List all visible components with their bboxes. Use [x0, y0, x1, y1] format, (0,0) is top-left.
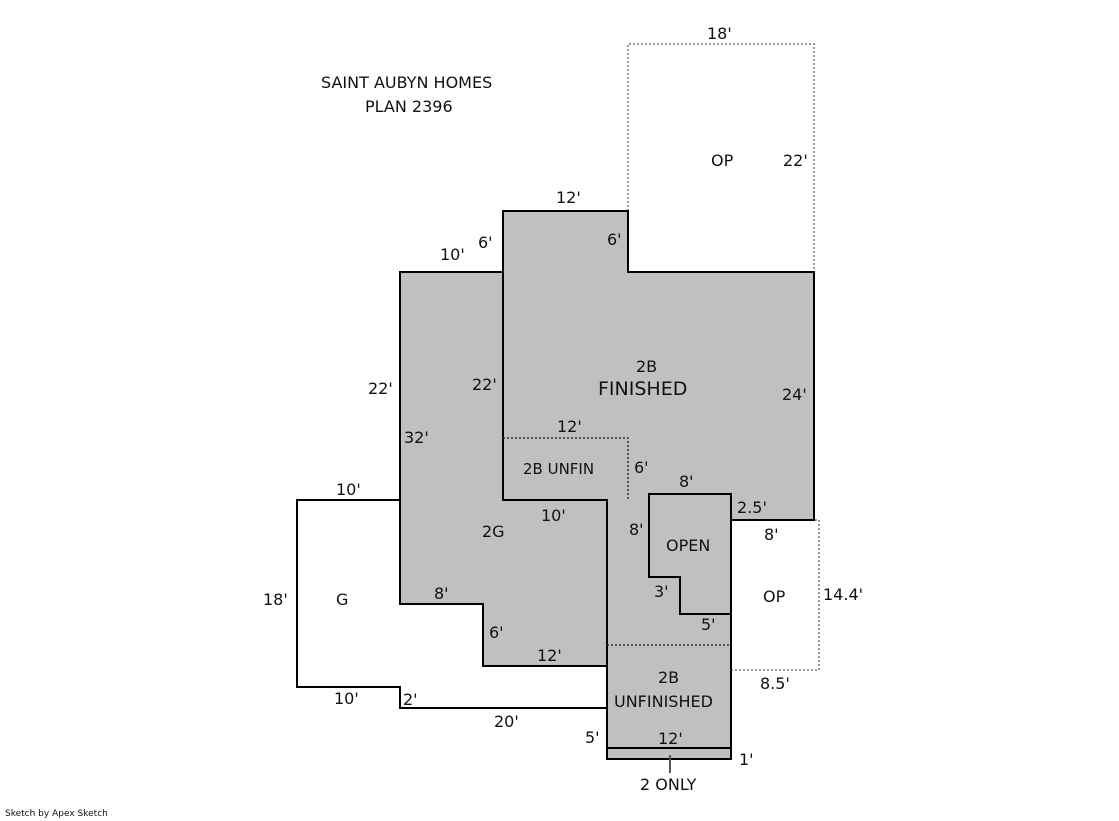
interior-wall: [502, 272, 608, 666]
finished-code: 2B: [636, 357, 658, 376]
op-top-label: OP: [711, 151, 734, 170]
dim: 6': [478, 233, 493, 252]
open-label: OPEN: [666, 536, 711, 555]
title-line1: SAINT AUBYN HOMES: [321, 73, 493, 92]
dim: 10': [541, 506, 566, 525]
dim: 10': [334, 689, 359, 708]
dim: 3': [654, 582, 669, 601]
dim: 8': [764, 525, 779, 544]
only-label: 2 ONLY: [640, 775, 697, 794]
dim: 5': [585, 728, 600, 747]
main-living-area: [399, 210, 815, 760]
dim: 18': [263, 590, 288, 609]
credit-text: Sketch by Apex Sketch: [5, 809, 108, 819]
dim: 6': [607, 230, 622, 249]
dim: 8': [434, 584, 449, 603]
dim: 8': [679, 472, 694, 491]
dim: 22': [472, 375, 497, 394]
unfin-room-outline: [503, 437, 629, 500]
dim: 22': [368, 379, 393, 398]
dim: 10': [336, 480, 361, 499]
dim: 5': [701, 615, 716, 634]
dim: 2.5': [737, 498, 767, 517]
dim: 10': [440, 245, 465, 264]
dim: 8': [629, 520, 644, 539]
dim: 8.5': [760, 674, 790, 693]
unfin-small-label: 2B UNFIN: [523, 460, 595, 478]
open-area: [648, 493, 732, 615]
garage-2g-label: 2G: [482, 522, 505, 541]
op-top-outline: [627, 43, 815, 272]
dim: 14.4': [823, 585, 864, 604]
title-line2: PLAN 2396: [365, 97, 453, 116]
dim: 6': [489, 623, 504, 642]
dim: 2': [403, 690, 418, 709]
dim: 32': [404, 428, 429, 447]
dim: 24': [782, 385, 807, 404]
dim: 12': [556, 188, 581, 207]
dim: 12': [537, 646, 562, 665]
unfinished-code: 2B: [658, 668, 680, 687]
dim: 6': [634, 458, 649, 477]
op-right-label: OP: [763, 587, 786, 606]
garage-g-label: G: [336, 590, 349, 609]
dim: 12': [658, 729, 683, 748]
dim: 1': [739, 750, 754, 769]
finished-label: FINISHED: [598, 378, 688, 400]
dim: 18': [707, 24, 732, 43]
dim: 22': [783, 151, 808, 170]
dim: 20': [494, 712, 519, 731]
dim: 12': [557, 417, 582, 436]
garage-outline: [296, 499, 607, 709]
unfinished-label: UNFINISHED: [614, 692, 713, 711]
